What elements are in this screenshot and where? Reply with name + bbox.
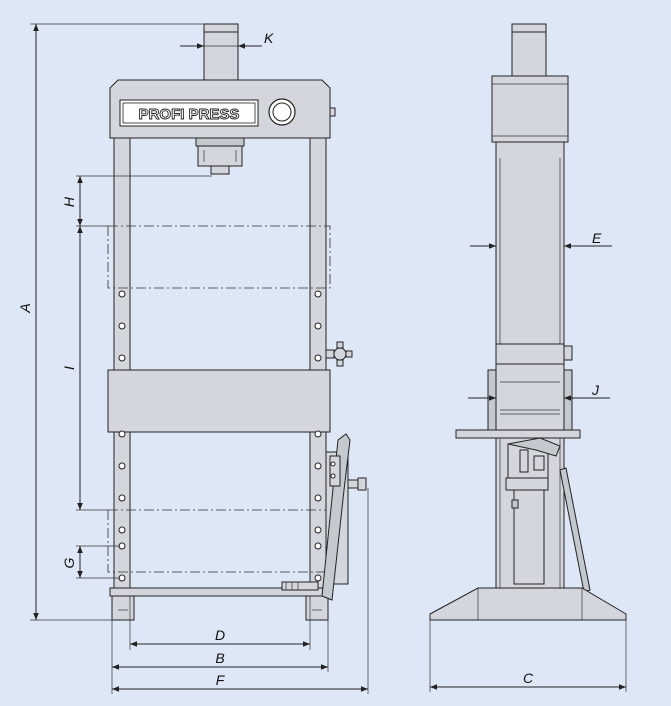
dim-label-b: B [215,650,224,666]
side-cylinder [511,31,547,77]
front-cylinder [203,31,239,81]
side-base [429,587,627,621]
press-tool [210,165,230,175]
dim-label-a: A [17,303,33,313]
dim-c: C [429,620,627,692]
front-table-beam [107,369,331,433]
logo-plate [119,99,259,127]
front-right-holes [314,290,322,582]
side-pump-assembly [505,437,591,593]
dim-k: K [180,30,274,49]
dim-b: B [111,620,329,694]
front-right-foot [305,595,329,621]
dim-label-f: F [216,672,226,688]
side-shelf [455,429,581,439]
front-left-column [113,137,131,589]
table-position-upper [107,225,331,289]
dim-label-c: C [523,670,534,686]
dim-j: J [468,382,610,401]
front-valve-icon [325,341,353,367]
front-ram [197,145,243,167]
side-head [491,75,569,143]
logo-text: PROFI PRESS [139,106,240,123]
dim-i: I [61,226,108,511]
dim-label-d: D [215,627,225,643]
front-left-holes [118,290,126,582]
front-pump-assembly [281,433,367,601]
dim-h: H [61,175,212,227]
front-view: PROFI PRESS [17,23,369,694]
front-right-column [309,137,327,589]
front-left-foot [111,595,135,621]
front-cylinder-cap [203,23,239,33]
dim-e: E [470,230,612,249]
side-oil-tank [513,489,545,585]
dim-label-h: H [61,196,77,207]
dim-a: A [17,23,204,621]
dim-label-j: J [591,382,600,398]
dim-label-e: E [592,230,602,246]
side-view: E J C [429,23,627,692]
side-table [495,363,565,431]
dim-g: G [61,545,120,579]
dim-f: F [112,488,369,694]
dim-label-k: K [264,30,274,46]
dim-label-g: G [61,557,77,568]
table-position-lower [107,509,331,573]
dim-d: D [129,596,311,650]
dim-label-i: I [61,366,77,370]
